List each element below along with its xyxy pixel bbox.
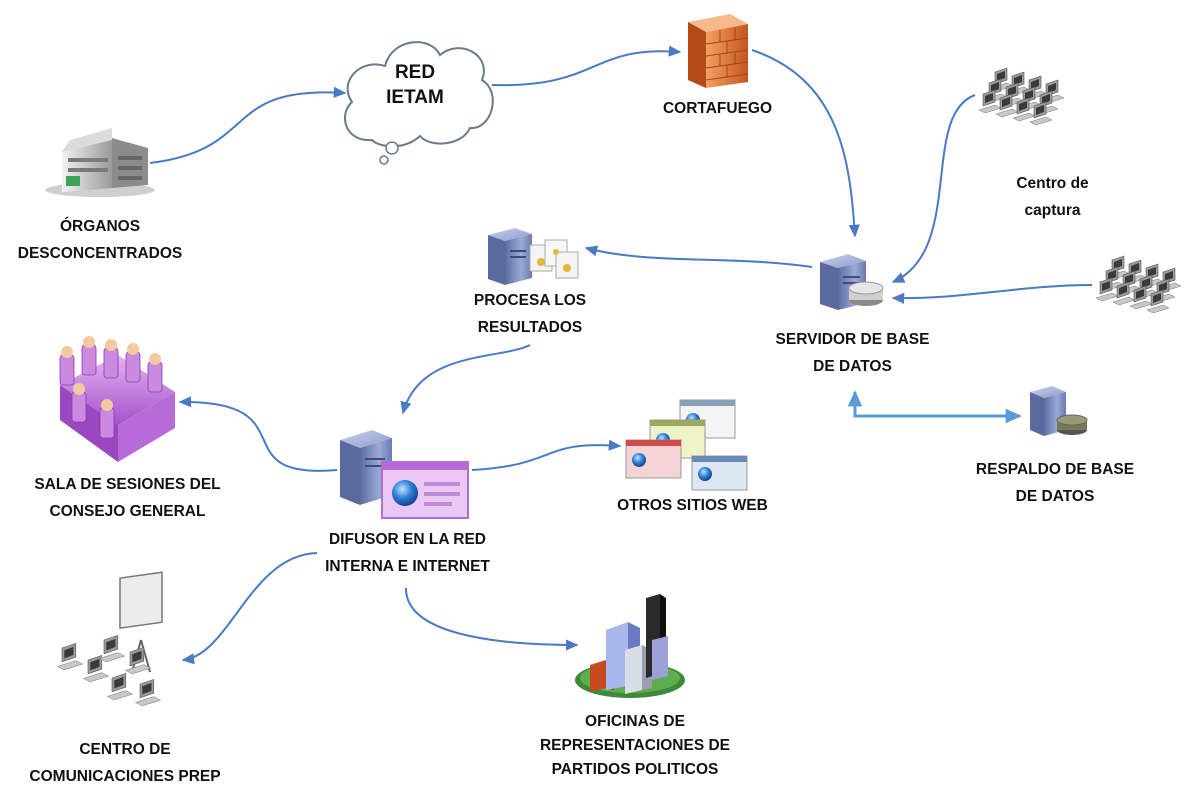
- node-label-cortafuego: CORTAFUEGO: [662, 100, 773, 117]
- processing-server-icon: [488, 228, 579, 285]
- web-server-icon: [340, 430, 469, 519]
- backup-server-icon: [1030, 386, 1088, 436]
- connector-difusor-to-oficinas: [404, 587, 579, 651]
- meeting-room-icon: [59, 336, 175, 462]
- connectors: [149, 45, 1093, 665]
- office-building-icon: [45, 128, 155, 197]
- connector-difusor-to-otros: [471, 439, 622, 471]
- bar-chart-city-icon: [575, 594, 685, 698]
- connector-difusor-to-sala: [178, 396, 338, 472]
- presentation-room-icon: [56, 571, 163, 707]
- connector-servidor-to-procesa: [584, 245, 813, 268]
- connector-cortafuego-to-servidor: [751, 49, 860, 238]
- connector-servidor-respaldo-bidirectional: [847, 390, 1022, 424]
- connector-captura1-to-servidor: [891, 94, 976, 283]
- workstations-icon: [978, 67, 1065, 126]
- workstations-icon-lower: [1095, 255, 1182, 314]
- cloud-icon: [343, 41, 494, 165]
- connector-organos-to-red: [149, 86, 347, 164]
- database-server-icon: [820, 254, 884, 310]
- web-pages-icon: [625, 399, 748, 491]
- connector-captura2-to-servidor: [891, 284, 1093, 304]
- connector-difusor-to-centro-com: [181, 552, 318, 665]
- node-label-otros: OTROS SITIOS WEB: [617, 497, 768, 514]
- firewall-icon: [688, 14, 749, 88]
- connector-procesa-to-difusor: [400, 344, 531, 415]
- connector-red-to-cortafuego: [491, 45, 682, 87]
